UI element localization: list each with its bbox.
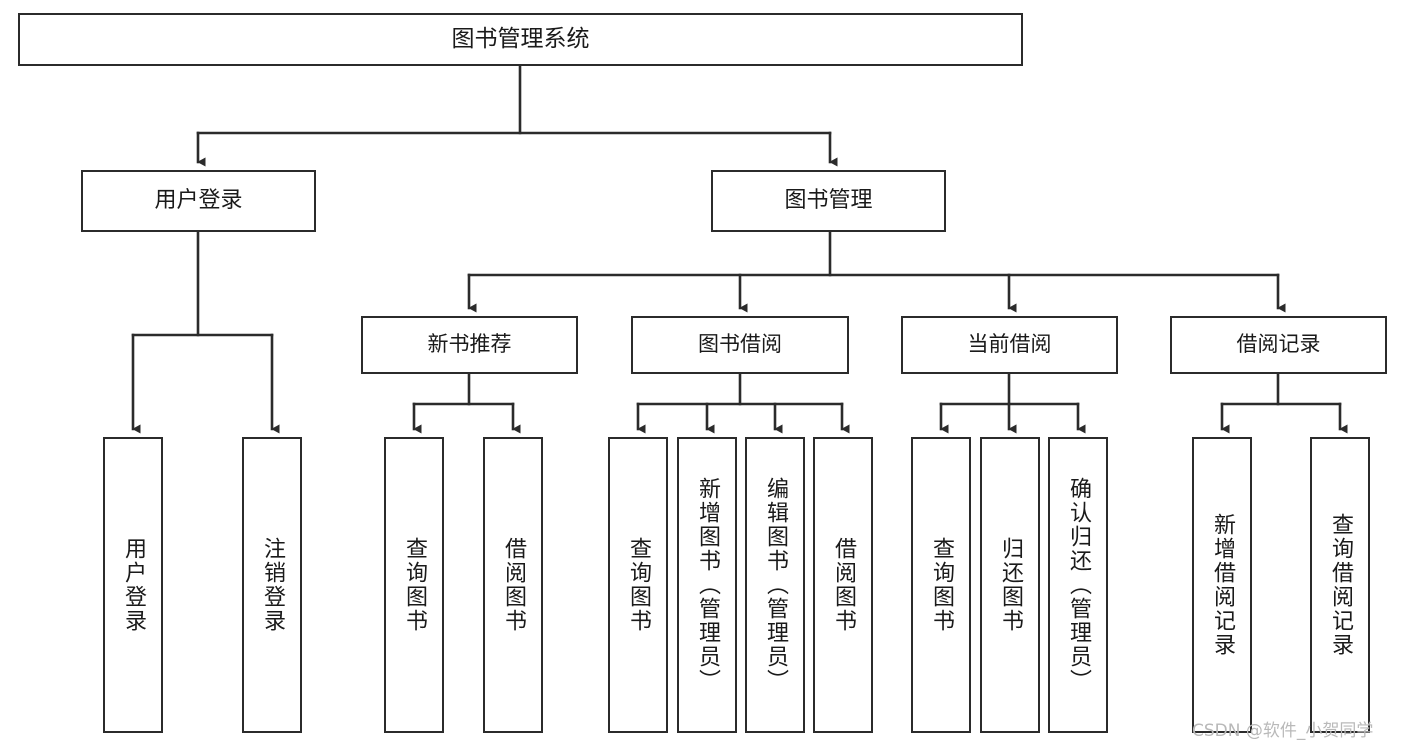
- node-root-system[interactable]: 图书管理系统: [18, 13, 1023, 66]
- node-label: 借阅图书: [831, 537, 856, 633]
- node-label: 确认归还（管理员）: [1066, 477, 1091, 693]
- node-book-borrow[interactable]: 图书借阅: [631, 316, 849, 374]
- node-label: 当前借阅: [967, 332, 1052, 357]
- node-label: 查询借阅记录: [1328, 513, 1353, 657]
- leaf-current-borrow-query[interactable]: 查询图书: [911, 437, 971, 733]
- node-label: 归还图书: [998, 537, 1023, 633]
- leaf-book-borrow-add[interactable]: 新增图书（管理员）: [677, 437, 737, 733]
- leaf-new-book-query[interactable]: 查询图书: [384, 437, 444, 733]
- leaf-current-borrow-return[interactable]: 归还图书: [980, 437, 1040, 733]
- node-label: 注销登录: [260, 537, 285, 633]
- node-label: 图书管理: [784, 187, 873, 213]
- leaf-user-login-logout[interactable]: 注销登录: [242, 437, 302, 733]
- node-label: 图书管理系统: [451, 25, 590, 52]
- leaf-new-book-borrow[interactable]: 借阅图书: [483, 437, 543, 733]
- node-user-login[interactable]: 用户登录: [81, 170, 316, 232]
- node-book-management[interactable]: 图书管理: [711, 170, 946, 232]
- node-label: 查询图书: [626, 537, 651, 633]
- node-current-borrow[interactable]: 当前借阅: [901, 316, 1118, 374]
- leaf-user-login-login[interactable]: 用户登录: [103, 437, 163, 733]
- node-label: 借阅记录: [1236, 332, 1321, 357]
- node-borrow-record[interactable]: 借阅记录: [1170, 316, 1387, 374]
- node-label: 编辑图书（管理员）: [763, 477, 788, 693]
- node-label: 新增借阅记录: [1210, 513, 1235, 657]
- node-label: 新增图书（管理员）: [695, 477, 720, 693]
- node-label: 查询图书: [402, 537, 427, 633]
- node-label: 用户登录: [154, 187, 243, 213]
- leaf-book-borrow-borrow[interactable]: 借阅图书: [813, 437, 873, 733]
- leaf-borrow-record-query[interactable]: 查询借阅记录: [1310, 437, 1370, 733]
- leaf-book-borrow-edit[interactable]: 编辑图书（管理员）: [745, 437, 805, 733]
- leaf-borrow-record-add[interactable]: 新增借阅记录: [1192, 437, 1252, 733]
- node-label: 查询图书: [929, 537, 954, 633]
- leaf-current-borrow-confirm-return[interactable]: 确认归还（管理员）: [1048, 437, 1108, 733]
- node-label: 用户登录: [121, 537, 146, 633]
- node-new-book-recommend[interactable]: 新书推荐: [361, 316, 578, 374]
- node-label: 新书推荐: [427, 332, 512, 357]
- leaf-book-borrow-query[interactable]: 查询图书: [608, 437, 668, 733]
- node-label: 借阅图书: [501, 537, 526, 633]
- node-label: 图书借阅: [698, 332, 782, 357]
